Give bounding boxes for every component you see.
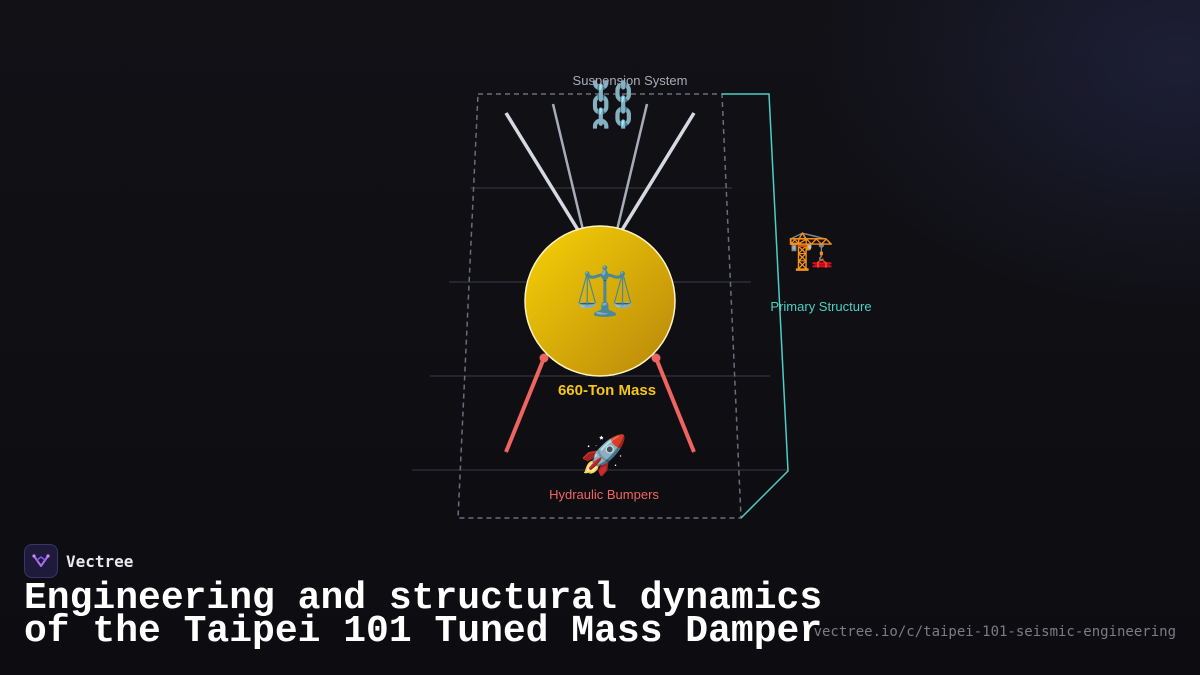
brand-name: Vectree (66, 551, 134, 571)
hydraulic-bumper (504, 357, 546, 453)
suspension-cable (551, 103, 585, 231)
construction-crane-icon: 🏗️ (787, 230, 834, 272)
source-url: vectree.io/c/taipei-101-seismic-engineer… (813, 624, 1176, 640)
rocket-icon: 🚀 (580, 433, 627, 477)
page-title: Engineering and structural dynamics of t… (24, 577, 823, 653)
hydraulic-bumpers-label: Hydraulic Bumpers (549, 487, 659, 502)
suspension-cable (615, 103, 649, 231)
chain-icon: ⛓️ (585, 80, 640, 130)
suspension-cable (504, 112, 580, 231)
bumper-joint (539, 353, 549, 363)
bumper-joint (651, 353, 661, 363)
tuned-mass (524, 225, 676, 377)
balance-scale-icon: ⚖️ (575, 264, 635, 319)
primary-structure-label: Primary Structure (770, 299, 871, 314)
vectree-logo-icon (24, 544, 58, 578)
suspension-cable (620, 112, 696, 231)
suspension-system-label: Suspension System (573, 73, 688, 88)
mass-label: 660-Ton Mass (558, 382, 656, 399)
brand: Vectree (24, 544, 133, 578)
hydraulic-bumper (654, 357, 696, 453)
primary-structure-line (722, 93, 789, 519)
